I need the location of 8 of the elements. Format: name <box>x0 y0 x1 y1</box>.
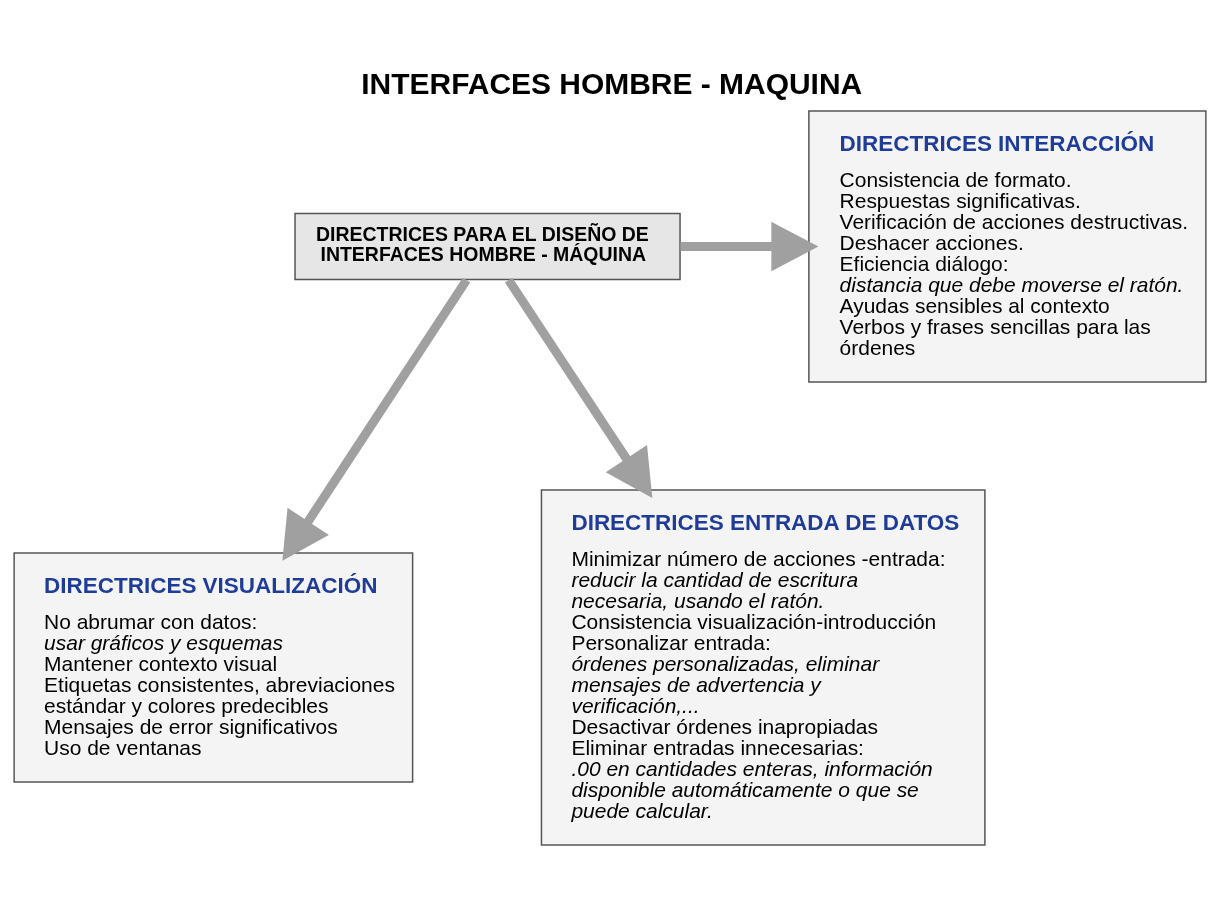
node-box: DIRECTRICES INTERACCIÓN Consistencia de formato. Respuestas significativas. Verificación de acciones destructivas. Deshacer acciones. Eficiencia diálogo: distancia que debe moverse el ratón. Ayudas sensibles al contexto Verbos y frases sencillas para las órdenes <box>808 110 1207 383</box>
arrow <box>282 277 471 561</box>
node-box: DIRECTRICES ENTRADA DE DATOS Minimizar número de acciones -entrada: reducir la cantidad de escritura necesaria, usando el ratón. Consistencia visualización-introducción Personalizar entrada: órdenes personalizadas, eliminar mensajes de advertencia y verificación,... Desactivar órdenes inapropiadas Eliminar entradas innecesarias: .00 en cantidades enteras, información disponible automáticamente o que se puede calcular. <box>540 489 986 846</box>
node-box: DIRECTRICES VISUALIZACIÓN No abrumar con datos: usar gráficos y esquemas Mantener contexto visual Etiquetas consistentes, abreviaciones estándar y colores predecibles Mensajes de error significativos Uso de ventanas <box>13 552 414 783</box>
node-box: DIRECTRICES PARA EL DISEÑO DE INTERFACES HOMBRE - MÁQUINA <box>294 212 681 281</box>
arrow <box>504 277 653 498</box>
diagram-title: INTERFACES HOMBRE - MAQUINA <box>361 67 863 101</box>
arrow <box>680 221 819 272</box>
